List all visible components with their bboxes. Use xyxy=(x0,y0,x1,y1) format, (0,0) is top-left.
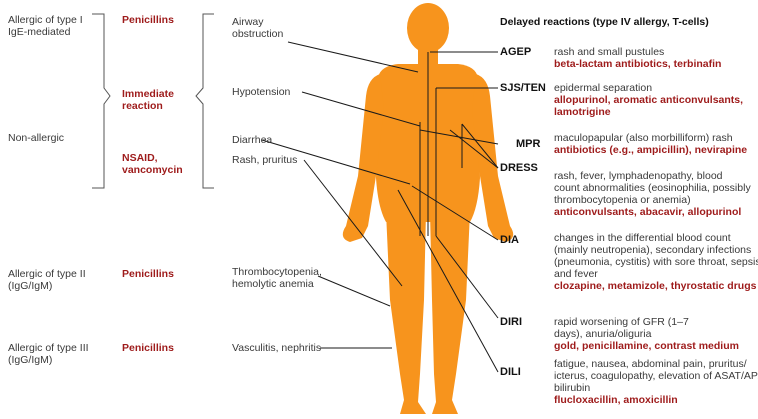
label-allergic-type2: Allergic of type II (IgG/IgM) xyxy=(8,268,86,292)
desc-dress: rash, fever, lymphadenopathy, blood coun… xyxy=(554,170,751,218)
code-agep: AGEP xyxy=(500,46,531,58)
code-dress: DRESS xyxy=(500,162,538,174)
code-diri: DIRI xyxy=(500,316,522,328)
label-allergic-type3: Allergic of type III (IgG/IgM) xyxy=(8,342,89,366)
left-bracket xyxy=(92,14,110,188)
symptom-thrombocytopenia: Thrombocytopenia, hemolytic anemia xyxy=(232,266,322,290)
symptom-airway: Airway obstruction xyxy=(232,16,283,40)
code-dia: DIA xyxy=(500,234,519,246)
drug-nsaid: NSAID, vancomycin xyxy=(122,152,183,176)
desc-agep: rash and small pustules beta-lactam anti… xyxy=(554,46,721,70)
desc-mpr: maculopapular (also morbilliform) rash a… xyxy=(554,132,747,156)
code-dili: DILI xyxy=(500,366,521,378)
code-mpr: MPR xyxy=(516,138,540,150)
drug-type2: Penicillins xyxy=(122,268,174,280)
symptom-diarrhea: Diarrhea xyxy=(232,134,272,146)
drug-type1: Penicillins xyxy=(122,14,174,26)
symptom-vasculitis: Vasculitis, nephritis xyxy=(232,342,321,354)
code-sjs-ten: SJS/TEN xyxy=(500,82,546,94)
desc-sjs-ten: epidermal separation allopurinol, aromat… xyxy=(554,82,743,118)
label-allergic-type1: Allergic of type I IgE-mediated xyxy=(8,14,83,38)
desc-dia: changes in the differential blood count … xyxy=(554,232,758,292)
desc-dili: fatigue, nausea, abdominal pain, pruritu… xyxy=(554,358,758,406)
delayed-reactions-header: Delayed reactions (type IV allergy, T-ce… xyxy=(500,16,709,28)
drug-type3: Penicillins xyxy=(122,342,174,354)
middle-bracket xyxy=(196,14,214,188)
desc-diri: rapid worsening of GFR (1–7 days), anuri… xyxy=(554,316,739,352)
label-non-allergic: Non-allergic xyxy=(8,132,64,144)
symptom-rash: Rash, pruritus xyxy=(232,154,297,166)
symptom-hypotension: Hypotension xyxy=(232,86,290,98)
drug-immediate-reaction: Immediate reaction xyxy=(122,88,174,112)
